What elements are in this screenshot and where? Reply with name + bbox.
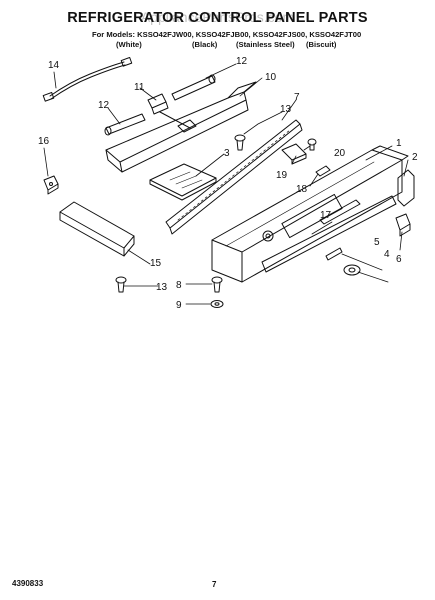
part-16-clip <box>43 175 59 195</box>
callout-10: 10 <box>265 72 277 83</box>
part-6-connector <box>395 213 411 237</box>
callout-9: 9 <box>176 300 182 311</box>
part-11-switch <box>147 93 197 133</box>
variant-white: (White) <box>116 40 142 49</box>
callout-16: 16 <box>38 136 50 147</box>
callout-17: 17 <box>320 210 332 221</box>
callout-13-lower: 13 <box>156 282 168 293</box>
variant-stainless: (Stainless Steel) <box>236 40 295 49</box>
part-20-knob <box>307 138 317 151</box>
callout-13-upper: 13 <box>280 104 292 115</box>
part-12-rod-upper <box>171 74 216 101</box>
watermark-text: AppliancePartsPros.com <box>140 9 295 25</box>
callout-8: 8 <box>176 280 182 291</box>
part-5-shaft <box>325 247 343 261</box>
page-number: 7 <box>212 580 217 589</box>
callout-12-left: 12 <box>98 100 110 111</box>
callout-5: 5 <box>374 237 380 248</box>
part-13-screw-lower <box>115 276 127 293</box>
document-number: 4390833 <box>12 579 44 588</box>
part-1-control-panel <box>211 145 409 283</box>
callout-15: 15 <box>150 258 162 269</box>
callout-12-upper: 12 <box>236 56 248 67</box>
model-variants: (White) (Black) (Stainless Steel) (Biscu… <box>0 40 435 50</box>
leader-lines <box>43 63 409 305</box>
callout-labels: 14 12 10 11 12 7 13 3 16 20 1 19 2 18 17… <box>38 56 418 311</box>
part-2-end-cap <box>397 169 415 207</box>
callout-11: 11 <box>134 82 145 93</box>
callout-2: 2 <box>412 152 418 163</box>
part-14-wire-harness <box>42 56 133 102</box>
part-9-washer <box>210 300 224 308</box>
models-line: For Models: KSSO42FJW00, KSSO42FJB00, KS… <box>92 30 362 39</box>
callout-19: 19 <box>276 170 288 181</box>
part-17-inner-bar <box>319 199 361 225</box>
part-3-circuit-board <box>149 163 217 201</box>
callout-20: 20 <box>334 148 346 159</box>
part-19-slider <box>281 143 307 165</box>
lower-trim-strip <box>261 195 397 273</box>
callout-3: 3 <box>224 148 230 159</box>
part-15-lower-bracket <box>59 201 135 257</box>
part-12-rod-left <box>104 113 146 136</box>
part-4-knob <box>343 264 361 276</box>
callout-4: 4 <box>384 249 390 260</box>
part-13-screw-upper <box>234 134 246 151</box>
variant-black: (Black) <box>192 40 218 49</box>
page-title: REFRIGERATOR CONTROL PANEL PARTS <box>67 10 368 26</box>
callout-6: 6 <box>396 254 402 265</box>
part-18-lever <box>315 165 331 177</box>
part-8-screw <box>211 276 223 293</box>
variant-biscuit: (Biscuit) <box>306 40 337 49</box>
callout-1: 1 <box>396 138 402 149</box>
part-7-long-strip <box>165 119 303 235</box>
callout-7: 7 <box>294 92 300 103</box>
part-10-upper-bracket <box>105 81 257 173</box>
callout-14: 14 <box>48 60 60 71</box>
callout-18: 18 <box>296 184 308 195</box>
